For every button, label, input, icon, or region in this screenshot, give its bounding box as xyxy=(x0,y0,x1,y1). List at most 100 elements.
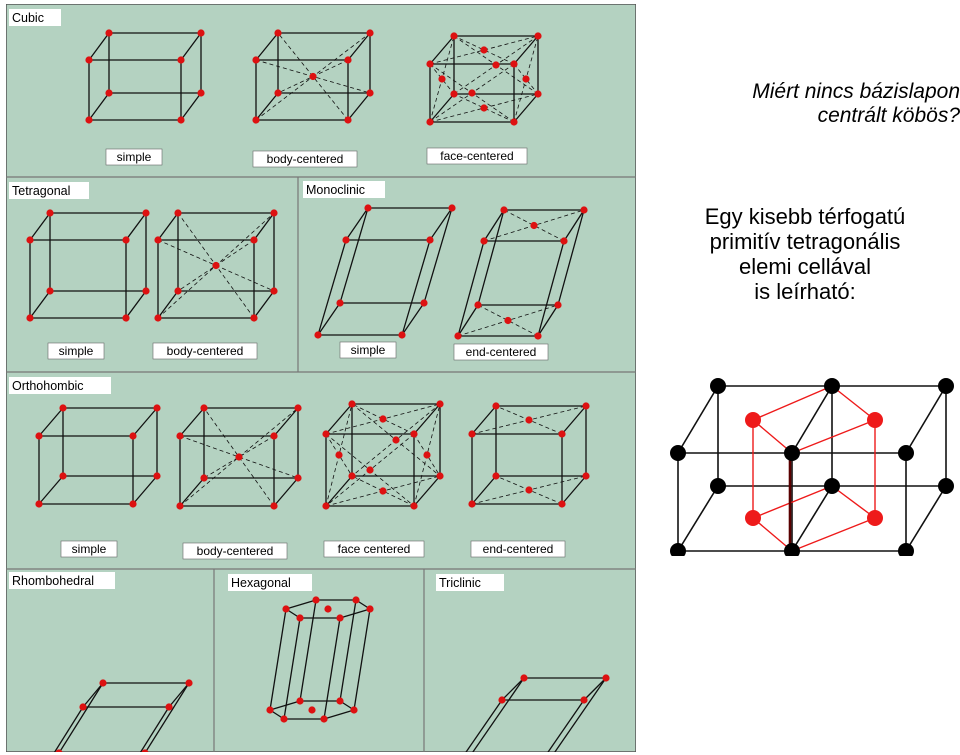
cell-edge xyxy=(345,207,369,241)
svg-text:body-centered: body-centered xyxy=(197,544,274,558)
corner-atom xyxy=(366,89,374,97)
lattice-atom xyxy=(824,378,840,394)
corner-atom xyxy=(154,314,162,322)
highlight-edge xyxy=(791,517,876,552)
corner-atom xyxy=(560,237,568,245)
corner-atom xyxy=(197,89,205,97)
tetragonal-cell-diagram xyxy=(670,378,954,556)
caption-tetragonal-simple: simple xyxy=(47,342,105,360)
corner-atom xyxy=(59,404,67,412)
corner-atom xyxy=(85,116,93,124)
panel-label-hexagonal: Hexagonal xyxy=(228,574,312,591)
cell-edge xyxy=(58,682,104,752)
corner-atom xyxy=(142,209,150,217)
diagonal-line xyxy=(179,407,299,507)
svg-text:face-centered: face-centered xyxy=(440,149,513,163)
cell-edge xyxy=(325,403,353,435)
svg-text:Tetragonal: Tetragonal xyxy=(12,184,70,198)
face-atom xyxy=(492,61,500,69)
caption-orthohombic-body-centered: body-centered xyxy=(182,542,288,560)
cell-edge xyxy=(253,290,275,319)
cell-edge xyxy=(168,682,190,708)
cell-edge xyxy=(413,403,441,435)
corner-atom xyxy=(174,287,182,295)
cell-edge xyxy=(339,608,371,619)
cell-edge xyxy=(501,677,525,701)
caption-orthohombic-end-centered: end-centered xyxy=(470,540,566,558)
corner-atom xyxy=(200,474,208,482)
corner-atom xyxy=(296,614,304,622)
cell-edge xyxy=(583,677,607,701)
cell-edge xyxy=(144,682,190,752)
lattice-atom xyxy=(670,543,686,556)
lattice-atom xyxy=(898,543,914,556)
cell-edge xyxy=(325,475,353,507)
cell-edge xyxy=(905,385,947,454)
answer-text: Egy kisebb térfogatú primitív tetragonál… xyxy=(665,204,945,304)
face-diagonal xyxy=(351,475,415,507)
cell-edge xyxy=(88,92,110,121)
lattice-atom xyxy=(784,543,800,556)
cell-edge xyxy=(139,706,170,752)
highlight-edge xyxy=(831,385,876,421)
highlight-atom xyxy=(745,412,761,428)
unit-cell xyxy=(53,679,193,752)
cell-edge xyxy=(537,304,559,337)
face-atom xyxy=(480,46,488,54)
unit-cell xyxy=(426,32,542,126)
corner-atom xyxy=(176,432,184,440)
corner-atom xyxy=(294,404,302,412)
answer-line: primitív tetragonális xyxy=(709,229,901,254)
highlight-edge xyxy=(752,485,833,519)
center-atom xyxy=(235,453,243,461)
lattice-atom xyxy=(710,378,726,394)
cell-edge xyxy=(401,302,425,336)
cell-edge xyxy=(537,240,565,337)
corner-atom xyxy=(282,605,290,613)
corner-atom xyxy=(252,56,260,64)
cell-edge xyxy=(269,608,287,711)
corner-atom xyxy=(296,697,304,705)
lattice-atom xyxy=(898,445,914,461)
unit-cell xyxy=(465,674,610,752)
unit-cell xyxy=(252,29,374,124)
svg-text:Orthohombic: Orthohombic xyxy=(12,379,84,393)
corner-atom xyxy=(274,89,282,97)
corner-atom xyxy=(154,236,162,244)
face-atom xyxy=(480,104,488,112)
unit-cell xyxy=(176,404,302,510)
unit-cell xyxy=(26,209,150,322)
svg-text:Triclinic: Triclinic xyxy=(439,576,481,590)
cell-edge xyxy=(253,212,275,241)
cell-edge xyxy=(457,304,479,337)
cell-edge xyxy=(285,599,317,610)
corner-atom xyxy=(350,706,358,714)
cell-edge xyxy=(477,209,505,306)
highlight-edge xyxy=(791,419,876,454)
unit-cell xyxy=(154,209,278,322)
corner-atom xyxy=(122,314,130,322)
corner-atom xyxy=(129,432,137,440)
cell-edge xyxy=(557,209,585,306)
corner-atom xyxy=(582,402,590,410)
cell-edge xyxy=(472,677,525,752)
corner-atom xyxy=(312,596,320,604)
corner-atom xyxy=(174,209,182,217)
svg-text:Monoclinic: Monoclinic xyxy=(306,183,365,197)
svg-text:simple: simple xyxy=(59,344,94,358)
svg-text:simple: simple xyxy=(72,542,107,556)
cell-edge xyxy=(353,608,371,711)
corner-atom xyxy=(580,696,588,704)
cell-edge xyxy=(29,290,51,319)
corner-atom xyxy=(454,332,462,340)
corner-atom xyxy=(558,430,566,438)
svg-text:simple: simple xyxy=(351,343,386,357)
corner-atom xyxy=(105,89,113,97)
face-diagonal xyxy=(429,35,539,65)
face-atom xyxy=(504,316,512,325)
highlight-edge xyxy=(752,419,793,454)
diagonal-line xyxy=(203,407,275,507)
face-diagonal xyxy=(477,304,539,337)
svg-text:Hexagonal: Hexagonal xyxy=(231,576,291,590)
corner-atom xyxy=(342,236,350,244)
